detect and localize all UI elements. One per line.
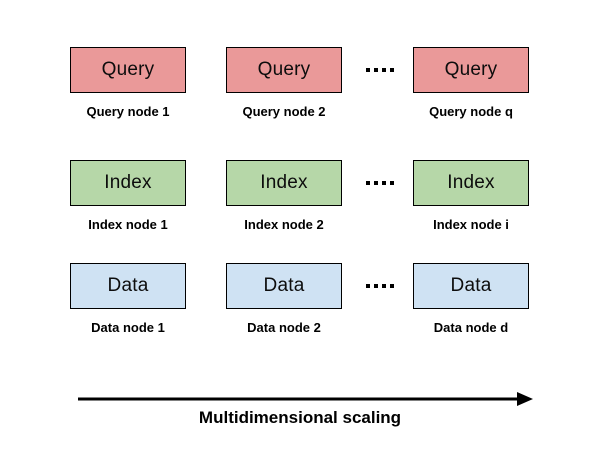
data-box: Data [413, 263, 529, 309]
data-node-d-cell: Data Data node d [413, 263, 529, 335]
index-node-1-cell: Index Index node 1 [70, 160, 186, 232]
query-box: Query [70, 47, 186, 93]
data-node-1-label: Data node 1 [91, 320, 165, 335]
data-node-d-label: Data node d [433, 320, 509, 335]
dot [390, 68, 394, 72]
index-node-1-label: Index node 1 [88, 217, 168, 232]
data-node-2-label: Data node 2 [247, 320, 321, 335]
dot [382, 284, 386, 288]
query-node-2-cell: Query Query node 2 [226, 47, 342, 119]
dot [382, 181, 386, 185]
dot [366, 68, 370, 72]
scaling-arrow-label: Multidimensional scaling [198, 408, 402, 427]
index-box: Index [70, 160, 186, 206]
index-box: Index [413, 160, 529, 206]
data-box: Data [70, 263, 186, 309]
ellipsis-icon [366, 284, 394, 288]
query-node-1-label: Query node 1 [86, 104, 170, 119]
ellipsis-icon [366, 181, 394, 185]
index-node-i-label: Index node i [433, 217, 509, 232]
query-node-1-cell: Query Query node 1 [70, 47, 186, 119]
query-node-q-label: Query node q [429, 104, 513, 119]
data-box: Data [226, 263, 342, 309]
dot [390, 284, 394, 288]
data-node-1-cell: Data Data node 1 [70, 263, 186, 335]
dot [374, 68, 378, 72]
index-node-i-cell: Index Index node i [413, 160, 529, 232]
dot [382, 68, 386, 72]
dot [366, 284, 370, 288]
data-node-2-cell: Data Data node 2 [226, 263, 342, 335]
dot [366, 181, 370, 185]
dot [390, 181, 394, 185]
query-node-2-label: Query node 2 [242, 104, 326, 119]
query-box: Query [413, 47, 529, 93]
dot [374, 181, 378, 185]
query-box: Query [226, 47, 342, 93]
dot [374, 284, 378, 288]
index-box: Index [226, 160, 342, 206]
ellipsis-icon [366, 68, 394, 72]
index-node-2-label: Index node 2 [244, 217, 324, 232]
query-node-q-cell: Query Query node q [413, 47, 529, 119]
right-arrow-icon [78, 392, 533, 406]
index-node-2-cell: Index Index node 2 [226, 160, 342, 232]
